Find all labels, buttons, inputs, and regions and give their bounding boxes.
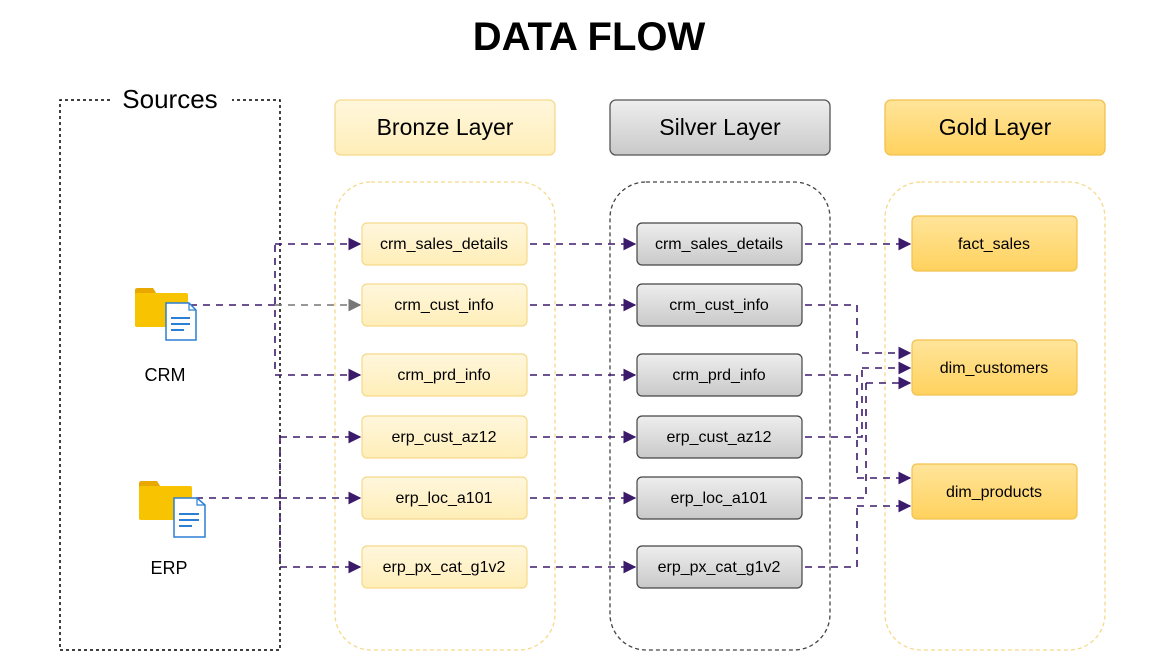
gold-layer-header: Gold Layer bbox=[884, 99, 1106, 156]
silver-table-erp-px-cat-g1v2[interactable]: erp_px_cat_g1v2 bbox=[636, 545, 803, 589]
bronze-layer-header: Bronze Layer bbox=[334, 99, 556, 156]
table-label: crm_prd_info bbox=[672, 367, 765, 384]
silver-layer-title: Silver Layer bbox=[659, 114, 781, 140]
source-label-crm: CRM bbox=[145, 365, 186, 385]
folder-document-icon bbox=[135, 288, 197, 341]
table-label: crm_cust_info bbox=[394, 297, 494, 314]
table-label: erp_cust_az12 bbox=[392, 429, 497, 446]
table-label: fact_sales bbox=[958, 236, 1030, 253]
folder-document-icon bbox=[139, 481, 206, 538]
table-label: dim_customers bbox=[940, 360, 1048, 377]
diagram-title: DATA FLOW bbox=[473, 15, 706, 59]
bronze-table-crm-cust-info[interactable]: crm_cust_info bbox=[361, 283, 528, 327]
gold-layer-title: Gold Layer bbox=[939, 114, 1052, 140]
table-label: erp_loc_a101 bbox=[671, 490, 768, 507]
bronze-tables: crm_sales_details crm_cust_info crm_prd_… bbox=[361, 222, 528, 589]
silver-layer-header: Silver Layer bbox=[609, 99, 831, 156]
sources-container: Sources bbox=[59, 84, 281, 651]
gold-lane bbox=[884, 181, 1106, 651]
gold-table-dim-customers[interactable]: dim_customers bbox=[911, 339, 1078, 396]
gold-table-fact-sales[interactable]: fact_sales bbox=[911, 215, 1078, 272]
bronze-table-crm-sales-details[interactable]: crm_sales_details bbox=[361, 222, 528, 266]
table-label: erp_cust_az12 bbox=[667, 429, 772, 446]
silver-tables: crm_sales_details crm_cust_info crm_prd_… bbox=[636, 222, 803, 589]
gold-table-dim-products[interactable]: dim_products bbox=[911, 463, 1078, 520]
source-connectors bbox=[190, 237, 362, 574]
source-crm[interactable]: CRM bbox=[135, 288, 197, 385]
sources-label: Sources bbox=[122, 84, 217, 114]
silver-table-crm-sales-details[interactable]: crm_sales_details bbox=[636, 222, 803, 266]
bronze-table-crm-prd-info[interactable]: crm_prd_info bbox=[361, 353, 528, 397]
table-label: erp_px_cat_g1v2 bbox=[383, 559, 506, 576]
silver-lane bbox=[609, 181, 831, 651]
bronze-silver-connectors bbox=[530, 237, 637, 574]
bronze-table-erp-px-cat-g1v2[interactable]: erp_px_cat_g1v2 bbox=[361, 545, 528, 589]
source-label-erp: ERP bbox=[150, 558, 187, 578]
table-label: crm_cust_info bbox=[669, 297, 769, 314]
table-label: crm_prd_info bbox=[397, 367, 490, 384]
table-label: crm_sales_details bbox=[380, 236, 508, 253]
bronze-layer-title: Bronze Layer bbox=[377, 114, 514, 140]
bronze-table-erp-cust-az12[interactable]: erp_cust_az12 bbox=[361, 415, 528, 459]
silver-table-erp-loc-a101[interactable]: erp_loc_a101 bbox=[636, 476, 803, 520]
table-label: crm_sales_details bbox=[655, 236, 783, 253]
source-erp[interactable]: ERP bbox=[139, 481, 206, 578]
table-label: dim_products bbox=[946, 484, 1042, 501]
bronze-table-erp-loc-a101[interactable]: erp_loc_a101 bbox=[361, 476, 528, 520]
bronze-lane bbox=[334, 181, 556, 651]
silver-table-crm-cust-info[interactable]: crm_cust_info bbox=[636, 283, 803, 327]
table-label: erp_px_cat_g1v2 bbox=[658, 559, 781, 576]
silver-table-erp-cust-az12[interactable]: erp_cust_az12 bbox=[636, 415, 803, 459]
gold-tables: fact_sales dim_customers dim_products bbox=[911, 215, 1078, 520]
silver-gold-connectors bbox=[805, 237, 912, 568]
silver-table-crm-prd-info[interactable]: crm_prd_info bbox=[636, 353, 803, 397]
table-label: erp_loc_a101 bbox=[396, 490, 493, 507]
